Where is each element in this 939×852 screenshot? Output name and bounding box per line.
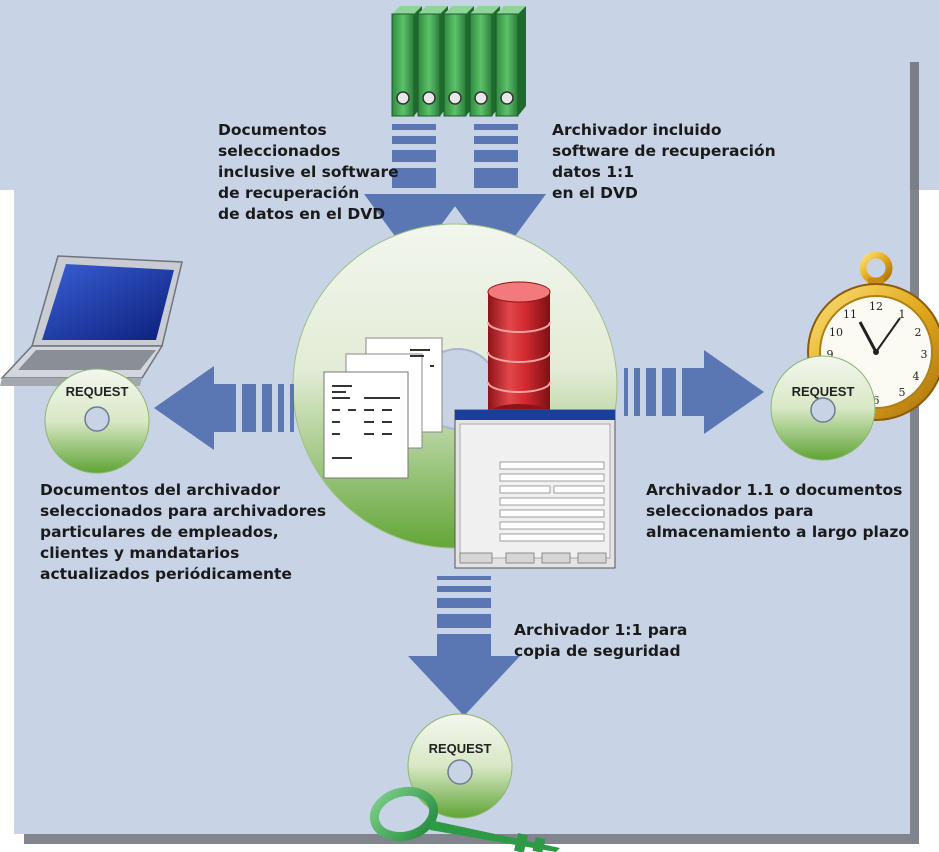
- arrow-top-right: [446, 124, 546, 262]
- database-icon: [487, 281, 551, 424]
- label-left-line: Documentos del archivador: [40, 481, 281, 499]
- svg-text:9: 9: [827, 348, 834, 361]
- label-right-line: almacenamiento a largo plazo: [646, 523, 909, 541]
- software-dialog-icon: [454, 409, 616, 569]
- request-disc-left: [44, 368, 150, 474]
- svg-text:6: 6: [873, 394, 880, 407]
- label-top-right-line: en el DVD: [552, 184, 638, 202]
- request-label-bottom: REQUEST: [428, 741, 492, 756]
- svg-text:10: 10: [829, 326, 843, 339]
- label-left-line: seleccionados para archivadores: [40, 502, 327, 520]
- svg-text:1: 1: [899, 308, 906, 321]
- arrow-top-left: [364, 124, 464, 262]
- label-left: Documentos del archivador seleccionados …: [40, 480, 326, 585]
- svg-text:12: 12: [869, 300, 883, 313]
- label-top-right-line: software de recuperación: [552, 142, 776, 160]
- label-bottom-line: copia de seguridad: [514, 642, 681, 660]
- label-top-right-line: Archivador incluido: [552, 121, 722, 139]
- label-left-line: particulares de empleados,: [40, 523, 279, 541]
- svg-text:4: 4: [913, 370, 920, 383]
- label-top-left-line: de recuperación: [218, 184, 360, 202]
- binders-icon: [391, 6, 526, 117]
- key-icon: [369, 786, 560, 852]
- laptop-icon: [0, 255, 183, 386]
- label-right-line: seleccionados para: [646, 502, 814, 520]
- label-right-line: Archivador 1.1 o documentos: [646, 481, 903, 499]
- label-top-left-line: inclusive el software: [218, 163, 399, 181]
- svg-text:5: 5: [899, 386, 906, 399]
- svg-text:11: 11: [843, 308, 857, 321]
- label-top-left-line: seleccionados: [218, 142, 341, 160]
- label-top-left: Documentos seleccionados inclusive el so…: [218, 120, 399, 225]
- svg-text:2: 2: [915, 326, 922, 339]
- request-label-right: REQUEST: [791, 384, 855, 399]
- label-top-left-line: de datos en el DVD: [218, 205, 386, 223]
- label-top-right: Archivador incluido software de recupera…: [552, 120, 776, 204]
- label-right: Archivador 1.1 o documentos seleccionado…: [646, 480, 909, 543]
- label-top-left-line: Documentos: [218, 121, 327, 139]
- label-bottom: Archivador 1:1 para copia de seguridad: [514, 620, 687, 662]
- label-left-line: actualizados periódicamente: [40, 565, 292, 583]
- label-bottom-line: Archivador 1:1 para: [514, 621, 688, 639]
- request-disc-bottom: [407, 713, 513, 819]
- documents-icon: [323, 337, 443, 479]
- arrow-left: [154, 366, 294, 450]
- label-left-line: clientes y mandatarios: [40, 544, 240, 562]
- arrow-right: [624, 350, 764, 434]
- svg-text:3: 3: [921, 348, 928, 361]
- label-top-right-line: datos 1:1: [552, 163, 635, 181]
- arrow-bottom: [408, 576, 520, 716]
- request-disc-right: [770, 355, 876, 461]
- request-label-left: REQUEST: [65, 384, 129, 399]
